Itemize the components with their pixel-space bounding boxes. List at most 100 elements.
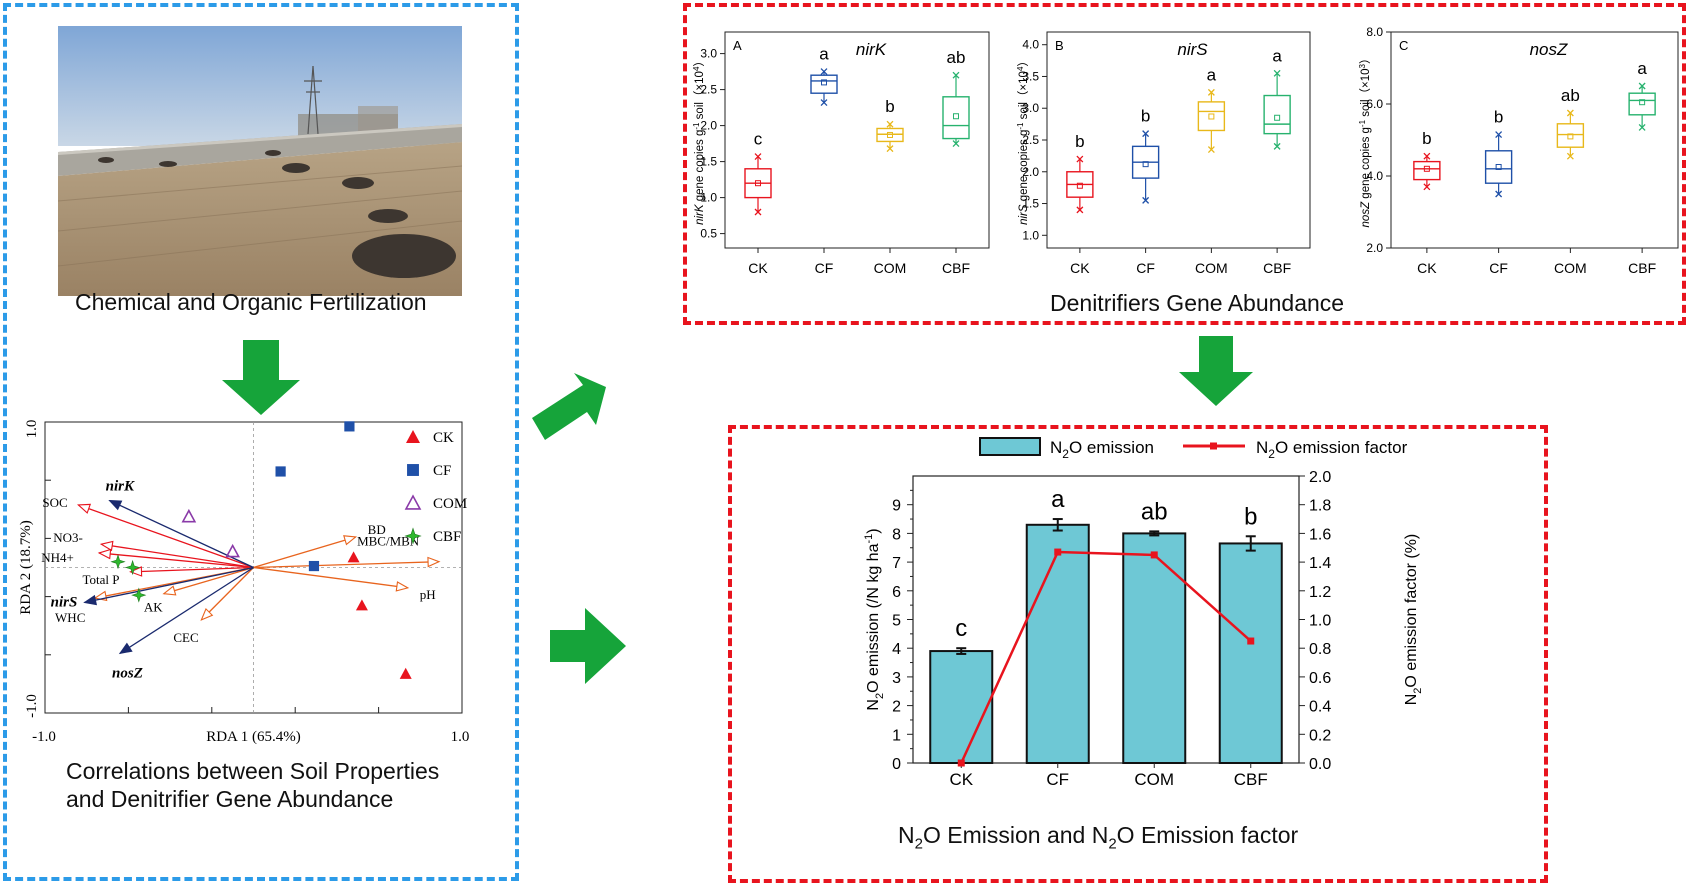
- boxplot-extreme: [1273, 142, 1281, 150]
- boxplot-x-tick-label: COM: [1195, 260, 1228, 276]
- rda-env-vector-head: [343, 535, 358, 546]
- n2o-left-axis-label: N2O emission (/N kg ha-1): [863, 528, 886, 710]
- boxplot-x-tick-label: COM: [1554, 260, 1587, 276]
- n2o-right-tick-label: 0.4: [1309, 699, 1331, 716]
- boxplot-y-tick-label: 8.0: [1366, 25, 1383, 39]
- marker-cbf: [404, 527, 422, 545]
- rda-env-vector-head: [97, 548, 112, 560]
- marker-cf: [275, 466, 286, 477]
- n2o-significance-letter: b: [1244, 503, 1257, 530]
- marker-ck: [399, 667, 412, 679]
- boxplot-significance-letter: c: [754, 130, 763, 149]
- rda-env-vector: [253, 566, 408, 589]
- boxplot-y-tick-label: 1.0: [1022, 228, 1039, 242]
- boxplot-y-tick-label: 4.0: [1022, 38, 1039, 52]
- rda-env-vector: [253, 536, 356, 569]
- n2o-factor-point: [1150, 551, 1158, 559]
- text-span: nirS: [1018, 204, 1030, 225]
- boxplot-extreme: [1423, 152, 1431, 160]
- n2o-x-tick-label: CF: [1046, 770, 1069, 789]
- boxplot-extreme: [886, 120, 894, 128]
- text-span: -1: [863, 534, 875, 544]
- boxplot-title: nirS: [1177, 40, 1208, 59]
- n2o-right-tick-label: 0.0: [1309, 756, 1331, 773]
- boxplot-y-tick-label: 1.5: [1022, 197, 1039, 211]
- marker-com: [181, 508, 197, 523]
- rda-env-vector: [163, 566, 254, 595]
- text-span: 2: [1412, 688, 1424, 694]
- rda-env-vector-head: [427, 556, 441, 568]
- boxplot-frame: [724, 31, 990, 249]
- boxplot-extreme: [754, 208, 762, 216]
- n2o-left-tick-label: 8: [892, 526, 901, 543]
- n2o-factor-line: [960, 550, 1252, 764]
- n2o-legend-label-emission: N2O emission: [1050, 438, 1154, 461]
- green-arrow-icon: [222, 340, 300, 415]
- rda-env-vector-head: [162, 585, 177, 596]
- rda-env-vector-head: [395, 581, 410, 592]
- n2o-right-tick-label: 1.0: [1309, 613, 1331, 630]
- rda-legend-label: CBF: [433, 529, 461, 545]
- boxplot-extreme: [1566, 109, 1574, 117]
- boxplot-extreme: [820, 99, 828, 107]
- green-arrow-icon: [1179, 336, 1253, 406]
- caption-correlations-line2: and Denitrifier Gene Abundance: [66, 786, 394, 812]
- n2o-left-tick-label: 9: [892, 498, 901, 515]
- gene-abundance-panel: [683, 3, 1686, 325]
- boxplot-y-tick-label: 2.0: [1022, 165, 1039, 179]
- boxplot-y-tick-label: 6.0: [1366, 97, 1383, 111]
- n2o-left-tick-label: 0: [892, 756, 901, 773]
- boxplot-extreme: [754, 153, 762, 161]
- boxplot-significance-letter: b: [885, 97, 894, 116]
- rda-gene-label: nirS: [51, 594, 78, 610]
- boxplot-extreme: [1495, 190, 1503, 198]
- boxplot-extreme: [1142, 196, 1150, 204]
- n2o-left-tick-label: 4: [892, 641, 901, 658]
- text-span: O emission: [1069, 438, 1154, 457]
- text-span: 2: [1268, 447, 1275, 461]
- text-span: 2: [874, 693, 886, 699]
- boxplot-x-tick-label: CK: [748, 260, 768, 276]
- boxplot-extreme: [886, 145, 894, 153]
- n2o-right-tick-label: 0.6: [1309, 670, 1331, 687]
- caption-fertilization: Chemical and Organic Fertilization: [75, 289, 427, 315]
- rda-env-label: CEC: [173, 630, 198, 645]
- rda-y-tick-label: 1.0: [24, 420, 40, 439]
- boxplot-mean: [1567, 133, 1574, 140]
- n2o-right-tick-label: 1.8: [1309, 498, 1331, 515]
- n2o-left-tick-label: 1: [892, 727, 901, 744]
- boxplot-extreme: [952, 71, 960, 79]
- text-span: soil（×10: [693, 71, 706, 122]
- text-span: N: [1050, 438, 1062, 457]
- boxplot-box: [1263, 94, 1291, 135]
- boxplot-y-tick-label: 3.0: [1022, 101, 1039, 115]
- marker-ck: [406, 430, 420, 443]
- boxplot-mean: [1274, 114, 1281, 121]
- rda-env-vector: [78, 504, 254, 569]
- rda-env-vector-head: [99, 540, 114, 552]
- text-span: gene copies g: [1360, 127, 1372, 202]
- n2o-factor-point: [1054, 548, 1062, 556]
- text-span: N: [1256, 438, 1268, 457]
- text-span: O emission (/N kg ha: [865, 543, 882, 692]
- boxplot-y-axis-label: nirK gene copies g-1 soil（×104）: [692, 55, 706, 225]
- text-span: 3: [1358, 63, 1367, 68]
- boxplot-extreme: [1076, 155, 1084, 163]
- boxplot-mean: [1142, 161, 1149, 168]
- n2o-left-tick-label: 2: [892, 699, 901, 716]
- text-span: N: [1403, 694, 1420, 706]
- boxplot-x-tick-label: COM: [874, 260, 907, 276]
- text-span: ）: [693, 55, 706, 67]
- boxplot-extreme: [820, 68, 828, 76]
- boxplot-y-tick-label: 2.0: [1366, 241, 1383, 255]
- boxplot-significance-letter: a: [1207, 65, 1217, 84]
- boxplot-x-tick-label: CK: [1417, 260, 1437, 276]
- boxplot-significance-letter: a: [1272, 46, 1282, 65]
- rda-y-axis-label: RDA 2 (18.7%): [18, 520, 34, 615]
- text-span: 4: [1016, 66, 1025, 71]
- boxplot-box: [1413, 160, 1441, 181]
- boxplot-panel-label: B: [1055, 38, 1064, 53]
- n2o-x-tick-label: CBF: [1234, 770, 1268, 789]
- text-span: ）: [1359, 53, 1372, 65]
